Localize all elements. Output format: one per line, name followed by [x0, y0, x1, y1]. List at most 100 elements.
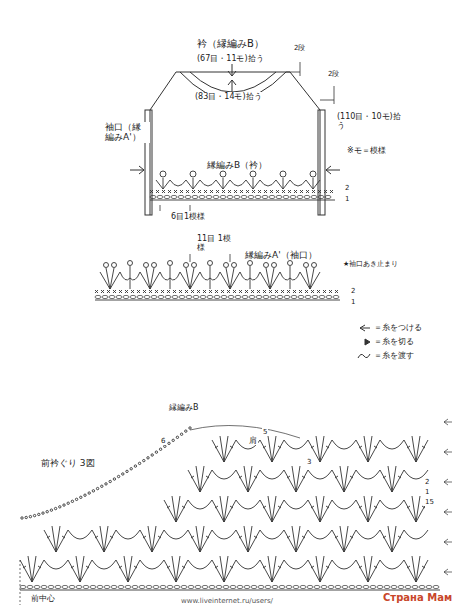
stitch-stroke — [326, 566, 329, 568]
row-arrow — [444, 479, 452, 485]
stitch-stroke — [293, 585, 299, 588]
stitch-stroke — [377, 585, 383, 588]
stitch-stroke — [143, 536, 146, 538]
stitch-stroke — [249, 295, 255, 298]
stitch-stroke — [156, 190, 159, 193]
stitch-stroke — [407, 566, 410, 568]
stitch-stroke — [206, 476, 209, 478]
stitch-stroke — [288, 261, 293, 266]
stitch-stroke — [350, 476, 353, 478]
stitch-stroke — [254, 536, 257, 538]
stitch-stroke — [277, 295, 283, 298]
stitch-stroke — [240, 272, 250, 280]
stitch-stroke — [433, 585, 439, 588]
stitch-stroke — [306, 268, 310, 289]
edging-stitch — [164, 445, 166, 447]
stitch-stroke — [287, 536, 290, 538]
stitch-stroke — [140, 560, 164, 569]
stitch-stroke — [330, 190, 333, 193]
edging-stitch — [126, 470, 128, 472]
stitch-stroke — [270, 190, 273, 193]
stitch-stroke — [174, 190, 177, 193]
stitch-stroke — [202, 585, 208, 588]
stitch-stroke — [328, 585, 334, 588]
stitch-stroke — [130, 266, 131, 289]
stitch-stroke — [178, 195, 184, 198]
stitch-stroke — [272, 585, 278, 588]
stitch-stroke — [139, 585, 145, 588]
stitch-stroke — [209, 290, 212, 293]
stitch-stroke — [107, 290, 110, 293]
legend-symbol — [356, 337, 372, 347]
stitch-stroke — [220, 195, 226, 198]
stitch-stroke — [233, 290, 236, 293]
stitch-stroke — [32, 560, 44, 582]
stitch-stroke — [404, 530, 428, 539]
stitch-stroke — [255, 195, 261, 198]
stitch-stroke — [130, 295, 136, 298]
stitch-stroke — [167, 506, 170, 508]
stitch-stroke — [230, 566, 233, 568]
stitch-stroke — [90, 585, 96, 588]
stitch-stroke — [179, 290, 182, 293]
stitch-stroke — [374, 446, 377, 448]
stitch-stroke — [101, 290, 104, 293]
stitch-stroke — [269, 195, 275, 198]
stitch-stroke — [104, 263, 109, 268]
stitch-stroke — [287, 290, 290, 293]
legend-symbol — [356, 351, 372, 361]
stitch-stroke — [318, 190, 321, 193]
stitch-stroke — [203, 290, 206, 293]
stitch-stroke — [292, 526, 296, 552]
stitch-stroke — [185, 195, 191, 198]
stitch-stroke — [335, 536, 338, 538]
stitch-stroke — [412, 496, 416, 522]
edging-stitch — [130, 468, 132, 470]
center-line — [20, 560, 21, 605]
stitch-stroke — [254, 476, 257, 478]
stitch-stroke — [320, 440, 332, 462]
legend-row: ＝糸を渡す — [356, 350, 414, 361]
shoulder-line — [190, 426, 300, 439]
stitch-stroke — [137, 290, 140, 293]
stitch-stroke — [264, 263, 269, 268]
stitch-stroke — [193, 180, 200, 189]
stitch-stroke — [120, 272, 130, 280]
stitch-stroke — [388, 526, 392, 552]
stitch-stroke — [227, 290, 230, 293]
stitch-stroke — [198, 190, 201, 193]
stitch-stroke — [52, 526, 56, 552]
edging-stitch — [92, 490, 94, 492]
edging-stitch — [180, 433, 182, 435]
stitch-stroke — [208, 261, 213, 266]
stitch-stroke — [314, 585, 320, 588]
stitch-stroke — [263, 506, 266, 508]
stitch-stroke — [299, 290, 302, 293]
stitch-stroke — [317, 290, 320, 293]
stitch-stroke — [325, 195, 331, 198]
stitch-stroke — [170, 272, 180, 280]
stitch-stroke — [236, 500, 260, 509]
stitch-stroke — [407, 446, 410, 448]
stitch-stroke — [106, 268, 110, 289]
stitch-stroke — [260, 180, 276, 186]
stitch-stroke — [288, 190, 291, 193]
stitch-stroke — [412, 585, 418, 588]
stitch-stroke — [188, 560, 212, 569]
stitch-stroke — [270, 295, 276, 298]
stitch-stroke — [269, 290, 272, 293]
edging-stitch — [80, 496, 82, 498]
stitch-stroke — [191, 290, 194, 293]
stitch-stroke — [193, 178, 194, 189]
row-arrow — [444, 539, 452, 545]
stitch-stroke — [300, 190, 303, 193]
stitch-stroke — [251, 290, 254, 293]
stitch-stroke — [191, 290, 194, 293]
stitch-stroke — [116, 295, 122, 298]
edging-stitch — [101, 485, 103, 487]
stitch-stroke — [210, 272, 220, 280]
stitch-stroke — [248, 261, 253, 266]
stitch-stroke — [215, 290, 218, 293]
stitch-stroke — [235, 295, 241, 298]
stitch-stroke — [419, 585, 425, 588]
